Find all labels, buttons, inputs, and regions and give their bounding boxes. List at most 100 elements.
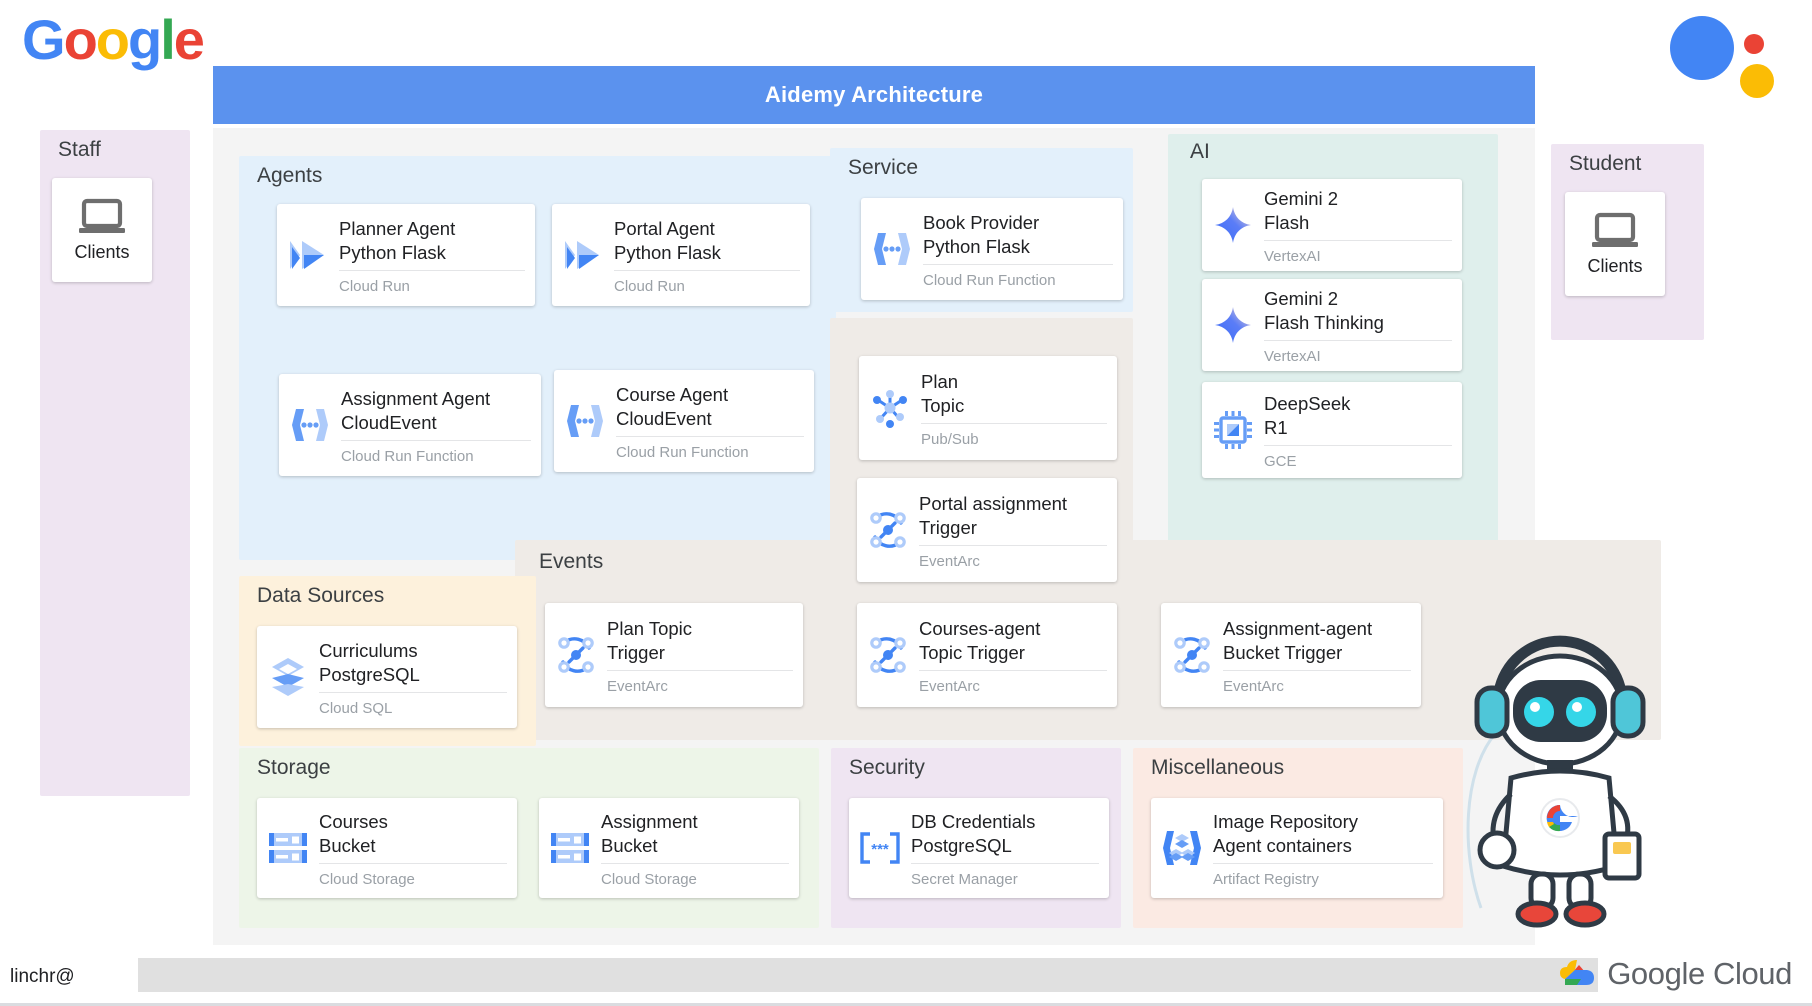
assistant-yellow-dot	[1740, 64, 1774, 98]
card-title: Planner Agent Python Flask	[339, 213, 525, 264]
card-title: Book Provider Python Flask	[923, 207, 1113, 258]
cloud-storage-icon	[539, 798, 601, 898]
group-miscellaneous-label: Miscellaneous	[1151, 756, 1285, 779]
card-subtitle: Cloud Storage	[319, 863, 507, 890]
eventarc-icon	[857, 478, 919, 582]
cloud-sql-icon	[257, 626, 319, 728]
card-title-line2: Bucket Trigger	[1223, 641, 1343, 663]
group-agents-label: Agents	[257, 164, 323, 187]
card-portal-agent[interactable]: Portal Agent Python Flask Cloud Run	[552, 204, 810, 306]
footer-divider	[0, 1003, 1812, 1006]
student-panel: Student Clients	[1551, 144, 1704, 340]
card-title-line2: Trigger	[607, 641, 665, 663]
card-title: Portal Agent Python Flask	[614, 213, 800, 264]
card-title: DB Credentials PostgreSQL	[911, 806, 1099, 857]
artifact-registry-icon	[1151, 798, 1213, 898]
card-subtitle: Pub/Sub	[921, 423, 1107, 450]
student-panel-label: Student	[1569, 152, 1642, 175]
card-subtitle: EventArc	[607, 670, 793, 697]
card-book-provider[interactable]: Book Provider Python Flask Cloud Run Fun…	[861, 198, 1123, 300]
card-title-line2: Trigger	[919, 516, 977, 538]
card-title-line2: Bucket	[601, 834, 658, 856]
card-title: Gemini 2 Flash	[1264, 183, 1452, 234]
card-subtitle: GCE	[1264, 445, 1452, 472]
card-title: Course Agent CloudEvent	[616, 379, 804, 430]
card-plan-topic[interactable]: Plan Topic Pub/Sub	[859, 356, 1117, 460]
card-curriculums[interactable]: Curriculums PostgreSQL Cloud SQL	[257, 626, 517, 728]
google-cloud-icon	[1560, 960, 1595, 985]
group-data-sources: Data Sources Curriculums PostgreSQL	[239, 576, 536, 746]
card-title-line1: Planner Agent	[339, 217, 456, 239]
group-storage-label: Storage	[257, 756, 331, 779]
staff-clients-card[interactable]: Clients	[52, 178, 152, 282]
group-security-label: Security	[849, 756, 925, 779]
student-clients-card[interactable]: Clients	[1565, 192, 1665, 296]
card-title-line1: DB Credentials	[911, 810, 1036, 832]
card-gemini-2-flash-thinking[interactable]: Gemini 2 Flash Thinking VertexAI	[1202, 279, 1462, 371]
footer: linchr@ Google Cloud	[0, 952, 1812, 1006]
card-gemini-2-flash[interactable]: Gemini 2 Flash VertexAI	[1202, 179, 1462, 271]
group-miscellaneous: Miscellaneous Ima	[1133, 748, 1463, 928]
chip-icon	[1202, 382, 1264, 478]
group-agents: Agents Planner Agent Python Flask C	[239, 156, 836, 560]
card-title-line1: Courses-agent	[919, 617, 1041, 639]
card-db-credentials[interactable]: *** DB Credentials PostgreSQL Secret Man…	[849, 798, 1109, 898]
card-deepseek-r1[interactable]: DeepSeek R1 GCE	[1202, 382, 1462, 478]
card-subtitle: EventArc	[919, 670, 1107, 697]
group-ai: AI Gemini 2 Flash VertexAI	[1168, 134, 1498, 547]
card-title: Courses Bucket	[319, 806, 507, 857]
card-portal-assignment-trigger[interactable]: Portal assignment Trigger EventArc	[857, 478, 1117, 582]
staff-panel-label: Staff	[58, 138, 101, 161]
card-title-line1: Assignment-agent	[1223, 617, 1373, 639]
google-logo-letter-g: G	[22, 8, 66, 71]
card-title-line2: Python Flask	[614, 241, 721, 263]
card-title-line1: Plan	[921, 370, 959, 392]
card-title-line2: PostgreSQL	[911, 834, 1012, 856]
gemini-sparkle-icon	[1202, 179, 1264, 271]
laptop-icon	[79, 198, 125, 233]
footer-grey-bar	[138, 958, 1598, 992]
cloud-run-icon	[277, 204, 339, 306]
card-assignment-agent[interactable]: Assignment Agent CloudEvent Cloud Run Fu…	[279, 374, 541, 476]
card-title: Gemini 2 Flash Thinking	[1264, 283, 1452, 334]
group-events-label: Events	[539, 550, 604, 573]
card-title-line2: PostgreSQL	[319, 663, 420, 685]
card-subtitle: Cloud Run	[339, 270, 525, 297]
assistant-blue-dot	[1670, 16, 1734, 80]
eventarc-icon	[857, 603, 919, 707]
card-title-line2: Flash	[1264, 211, 1310, 233]
card-assignment-bucket[interactable]: Assignment Bucket Cloud Storage	[539, 798, 799, 898]
pubsub-icon	[859, 356, 921, 460]
card-planner-agent[interactable]: Planner Agent Python Flask Cloud Run	[277, 204, 535, 306]
group-storage: Storage	[239, 748, 819, 928]
card-plan-topic-trigger[interactable]: Plan Topic Trigger EventArc	[545, 603, 803, 707]
card-courses-bucket[interactable]: Courses Bucket Cloud Storage	[257, 798, 517, 898]
card-title-line2: Topic	[921, 394, 965, 416]
footer-author: linchr@	[10, 966, 75, 987]
card-title: Plan Topic Trigger	[607, 613, 793, 664]
card-title: Image Repository Agent containers	[1213, 806, 1433, 857]
card-title-line2: CloudEvent	[341, 411, 437, 433]
card-title: Assignment-agent Bucket Trigger	[1223, 613, 1411, 664]
card-assignment-agent-bucket-trigger[interactable]: Assignment-agent Bucket Trigger EventArc	[1161, 603, 1421, 707]
group-service-label: Service	[848, 156, 919, 179]
card-course-agent[interactable]: Course Agent CloudEvent Cloud Run Functi…	[554, 370, 814, 472]
card-image-repository[interactable]: Image Repository Agent containers Artifa…	[1151, 798, 1443, 898]
cloud-run-function-icon	[279, 374, 341, 476]
card-title-line1: DeepSeek	[1264, 392, 1351, 414]
card-subtitle: Cloud Storage	[601, 863, 789, 890]
card-subtitle: Cloud Run Function	[616, 436, 804, 463]
card-title-line1: Book Provider	[923, 211, 1040, 233]
laptop-icon	[1592, 212, 1638, 247]
architecture-title-bar: Aidemy Architecture	[213, 66, 1535, 124]
card-courses-agent-topic-trigger[interactable]: Courses-agent Topic Trigger EventArc	[857, 603, 1117, 707]
card-subtitle: Secret Manager	[911, 863, 1099, 890]
card-title-line1: Plan Topic	[607, 617, 693, 639]
group-security: Security *** DB Credentials PostgreSQL S…	[831, 748, 1121, 928]
card-title-line2: Flash Thinking	[1264, 311, 1384, 333]
card-title-line2: Topic Trigger	[919, 641, 1025, 663]
card-title-line1: Assignment	[601, 810, 698, 832]
google-logo-letter-o2: o	[95, 8, 130, 71]
card-subtitle: VertexAI	[1264, 240, 1452, 267]
